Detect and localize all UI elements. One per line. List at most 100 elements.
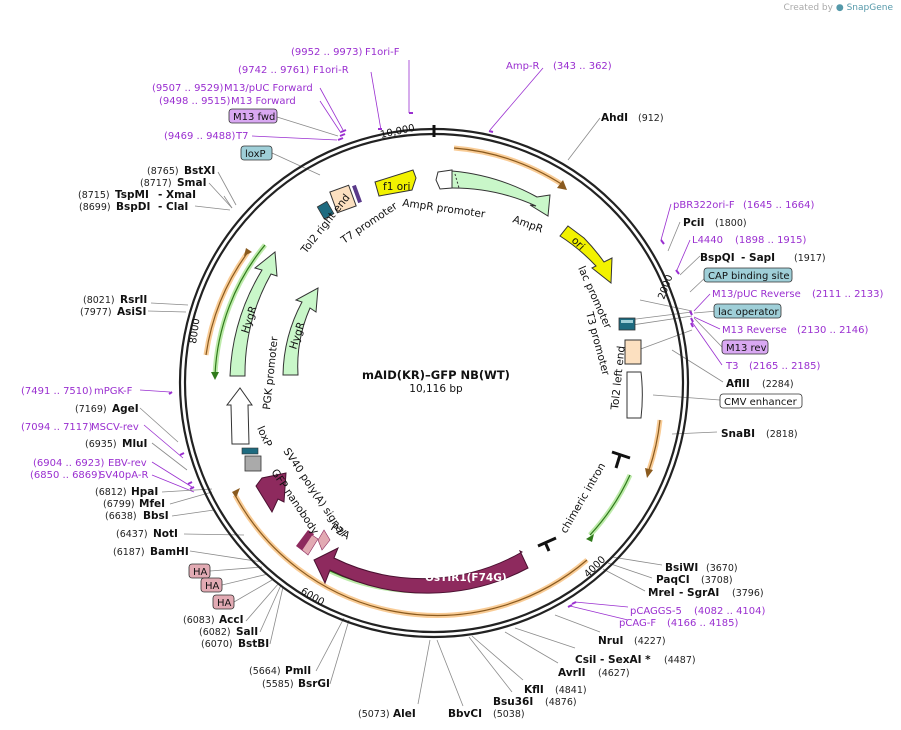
primer-ebv-rev: EBV-rev — [108, 458, 147, 469]
site-mlui-pos: (6935) — [85, 439, 117, 450]
leader-rsrii — [150, 302, 189, 306]
site-tspmi: TspMI — [115, 189, 149, 201]
box-lacop-label: lac operator — [718, 307, 779, 318]
site-bsiwi: BsiWI — [665, 562, 698, 574]
leader-pbr322ori-f — [660, 203, 672, 241]
feature-f1-ori — [374, 169, 417, 197]
site-rsrii: RsrII — [120, 294, 147, 306]
site-mfei-pos: (6799) — [103, 499, 135, 510]
label-tol2-left-end: Tol2 left end — [609, 345, 628, 411]
feature-p2a-ha-blocks — [296, 529, 331, 556]
box-cap — [703, 267, 793, 283]
site-mrei-pos: (3796) — [732, 588, 764, 599]
label-tol2-right-end: Tol2 right end — [298, 192, 352, 257]
primer-f1ori-f: F1ori-F — [365, 47, 400, 58]
leader-pcii — [667, 221, 681, 252]
site-mfei: MfeI — [139, 498, 165, 510]
label-f1-ori: f1 ori — [383, 181, 410, 193]
site-alei-pos: (5073) — [358, 709, 390, 720]
leader-bbvci — [436, 639, 464, 707]
leader-pmli — [315, 617, 345, 672]
plasmid-name: mAID(KR)–GFP NB(WT) — [362, 368, 510, 382]
primer-pcaggs5: pCAGGS-5 — [630, 606, 682, 617]
leader-asisi — [147, 310, 187, 313]
site-bstbi: BstBI — [238, 638, 269, 650]
primer-sv40pa-r-range: (6850 .. 6869) — [30, 470, 102, 481]
leader-tspmi — [223, 195, 233, 209]
site-agei-pos: (7169) — [75, 404, 107, 415]
feature-ampr-promoter — [435, 169, 453, 190]
primer-ebv-rev-range: (6904 .. 6923) — [33, 458, 105, 469]
primer-f1ori-r-range: (9742 .. 9761) — [238, 65, 310, 76]
leader-avrii — [504, 631, 559, 664]
site-clai: - ClaI — [158, 201, 188, 213]
feature-intron-mark-bottom — [537, 536, 557, 552]
site-pmli: PmlI — [285, 665, 311, 677]
site-bsu36i: Bsu36I — [493, 696, 533, 708]
leader-bstxi — [217, 171, 237, 206]
site-bspqi: BspQI — [700, 252, 735, 264]
site-bspdi: BspDI — [116, 201, 150, 213]
leader-bamhi — [189, 550, 263, 563]
lac-stripe — [621, 320, 633, 323]
feature-ampr — [451, 170, 551, 217]
leader-bspdi — [194, 205, 231, 211]
site-aflii-pos: (2284) — [762, 379, 794, 390]
site-aflii: AflII — [726, 378, 750, 390]
leader-snabi — [671, 431, 718, 435]
site-asisi: AsiSI — [117, 306, 146, 318]
snapgene-credit: Created by ● SnapGene — [783, 3, 893, 13]
primer-l4440-range: (1898 .. 1915) — [735, 235, 807, 246]
orf-arrowhead-3 — [232, 488, 240, 498]
site-hpai: HpaI — [131, 486, 158, 498]
primer-m13puc-rev-range: (2111 .. 2133) — [812, 289, 884, 300]
primer-f1ori-r: F1ori-R — [313, 65, 349, 76]
box-ha3 — [212, 594, 235, 610]
leader-noti — [183, 533, 245, 536]
site-agei: AgeI — [112, 403, 139, 415]
feature-tol2-left-end — [624, 339, 642, 365]
tick-10000: 10,000 — [379, 123, 416, 141]
site-kfli-pos: (4841) — [555, 685, 587, 696]
site-pmli-pos: (5664) — [249, 666, 281, 677]
leader-l4440 — [676, 239, 691, 271]
box-cmv-label: CMV enhancer — [724, 397, 798, 408]
feature-t7-promoter — [352, 184, 362, 204]
leader-kfli — [471, 635, 524, 681]
enzyme-labels: AhdI (912) PciI (1800) BspQI - SapI (191… — [75, 112, 826, 720]
box-ha1-label: HA — [193, 567, 208, 578]
site-smai: SmaI — [177, 177, 207, 189]
box-ha2-label: HA — [205, 581, 220, 592]
leader-bbsi — [171, 509, 215, 517]
orf-arcs — [203, 145, 663, 618]
site-csii-pos: (4487) — [664, 655, 696, 666]
site-tspmi-pos: (8715) — [78, 190, 110, 201]
leader-t7 — [251, 135, 338, 141]
box-loxp-top-label: loxP — [245, 149, 266, 160]
label-hygr-outer: HygR — [239, 305, 259, 335]
feature-gfp-nanobody — [255, 472, 287, 514]
site-nrui: NruI — [598, 635, 623, 647]
site-bbvci: BbvCI — [448, 708, 482, 720]
primer-t7-range: (9469 .. 9488) — [164, 131, 236, 142]
leader-m13puc-rev — [693, 293, 711, 312]
site-acci: AccI — [219, 614, 243, 626]
primer-t3: T3 — [725, 361, 738, 372]
primer-m13puc-fwd: M13/pUC Forward — [224, 83, 313, 94]
site-sali: SalI — [236, 626, 258, 638]
primer-m13-forward-range: (9498 .. 9515) — [159, 96, 231, 107]
site-xmai: - XmaI — [158, 189, 196, 201]
primer-pbr322ori-f: pBR322ori-F — [673, 200, 735, 211]
leader-m13-reverse — [693, 316, 721, 330]
feature-intron-mark-top — [611, 450, 631, 469]
leader-agei — [139, 407, 179, 443]
site-bstxi-pos: (8765) — [147, 166, 179, 177]
primer-pbr322ori-f-range: (1645 .. 1664) — [743, 200, 815, 211]
leader-pcaggs5 — [574, 601, 629, 608]
orf-arrowhead-5 — [211, 372, 219, 380]
plasmid-length: 10,116 bp — [409, 383, 463, 395]
site-sexai: - SexAI * — [600, 654, 651, 666]
site-ahdi: AhdI — [601, 112, 628, 124]
leader-paqci — [607, 562, 653, 579]
